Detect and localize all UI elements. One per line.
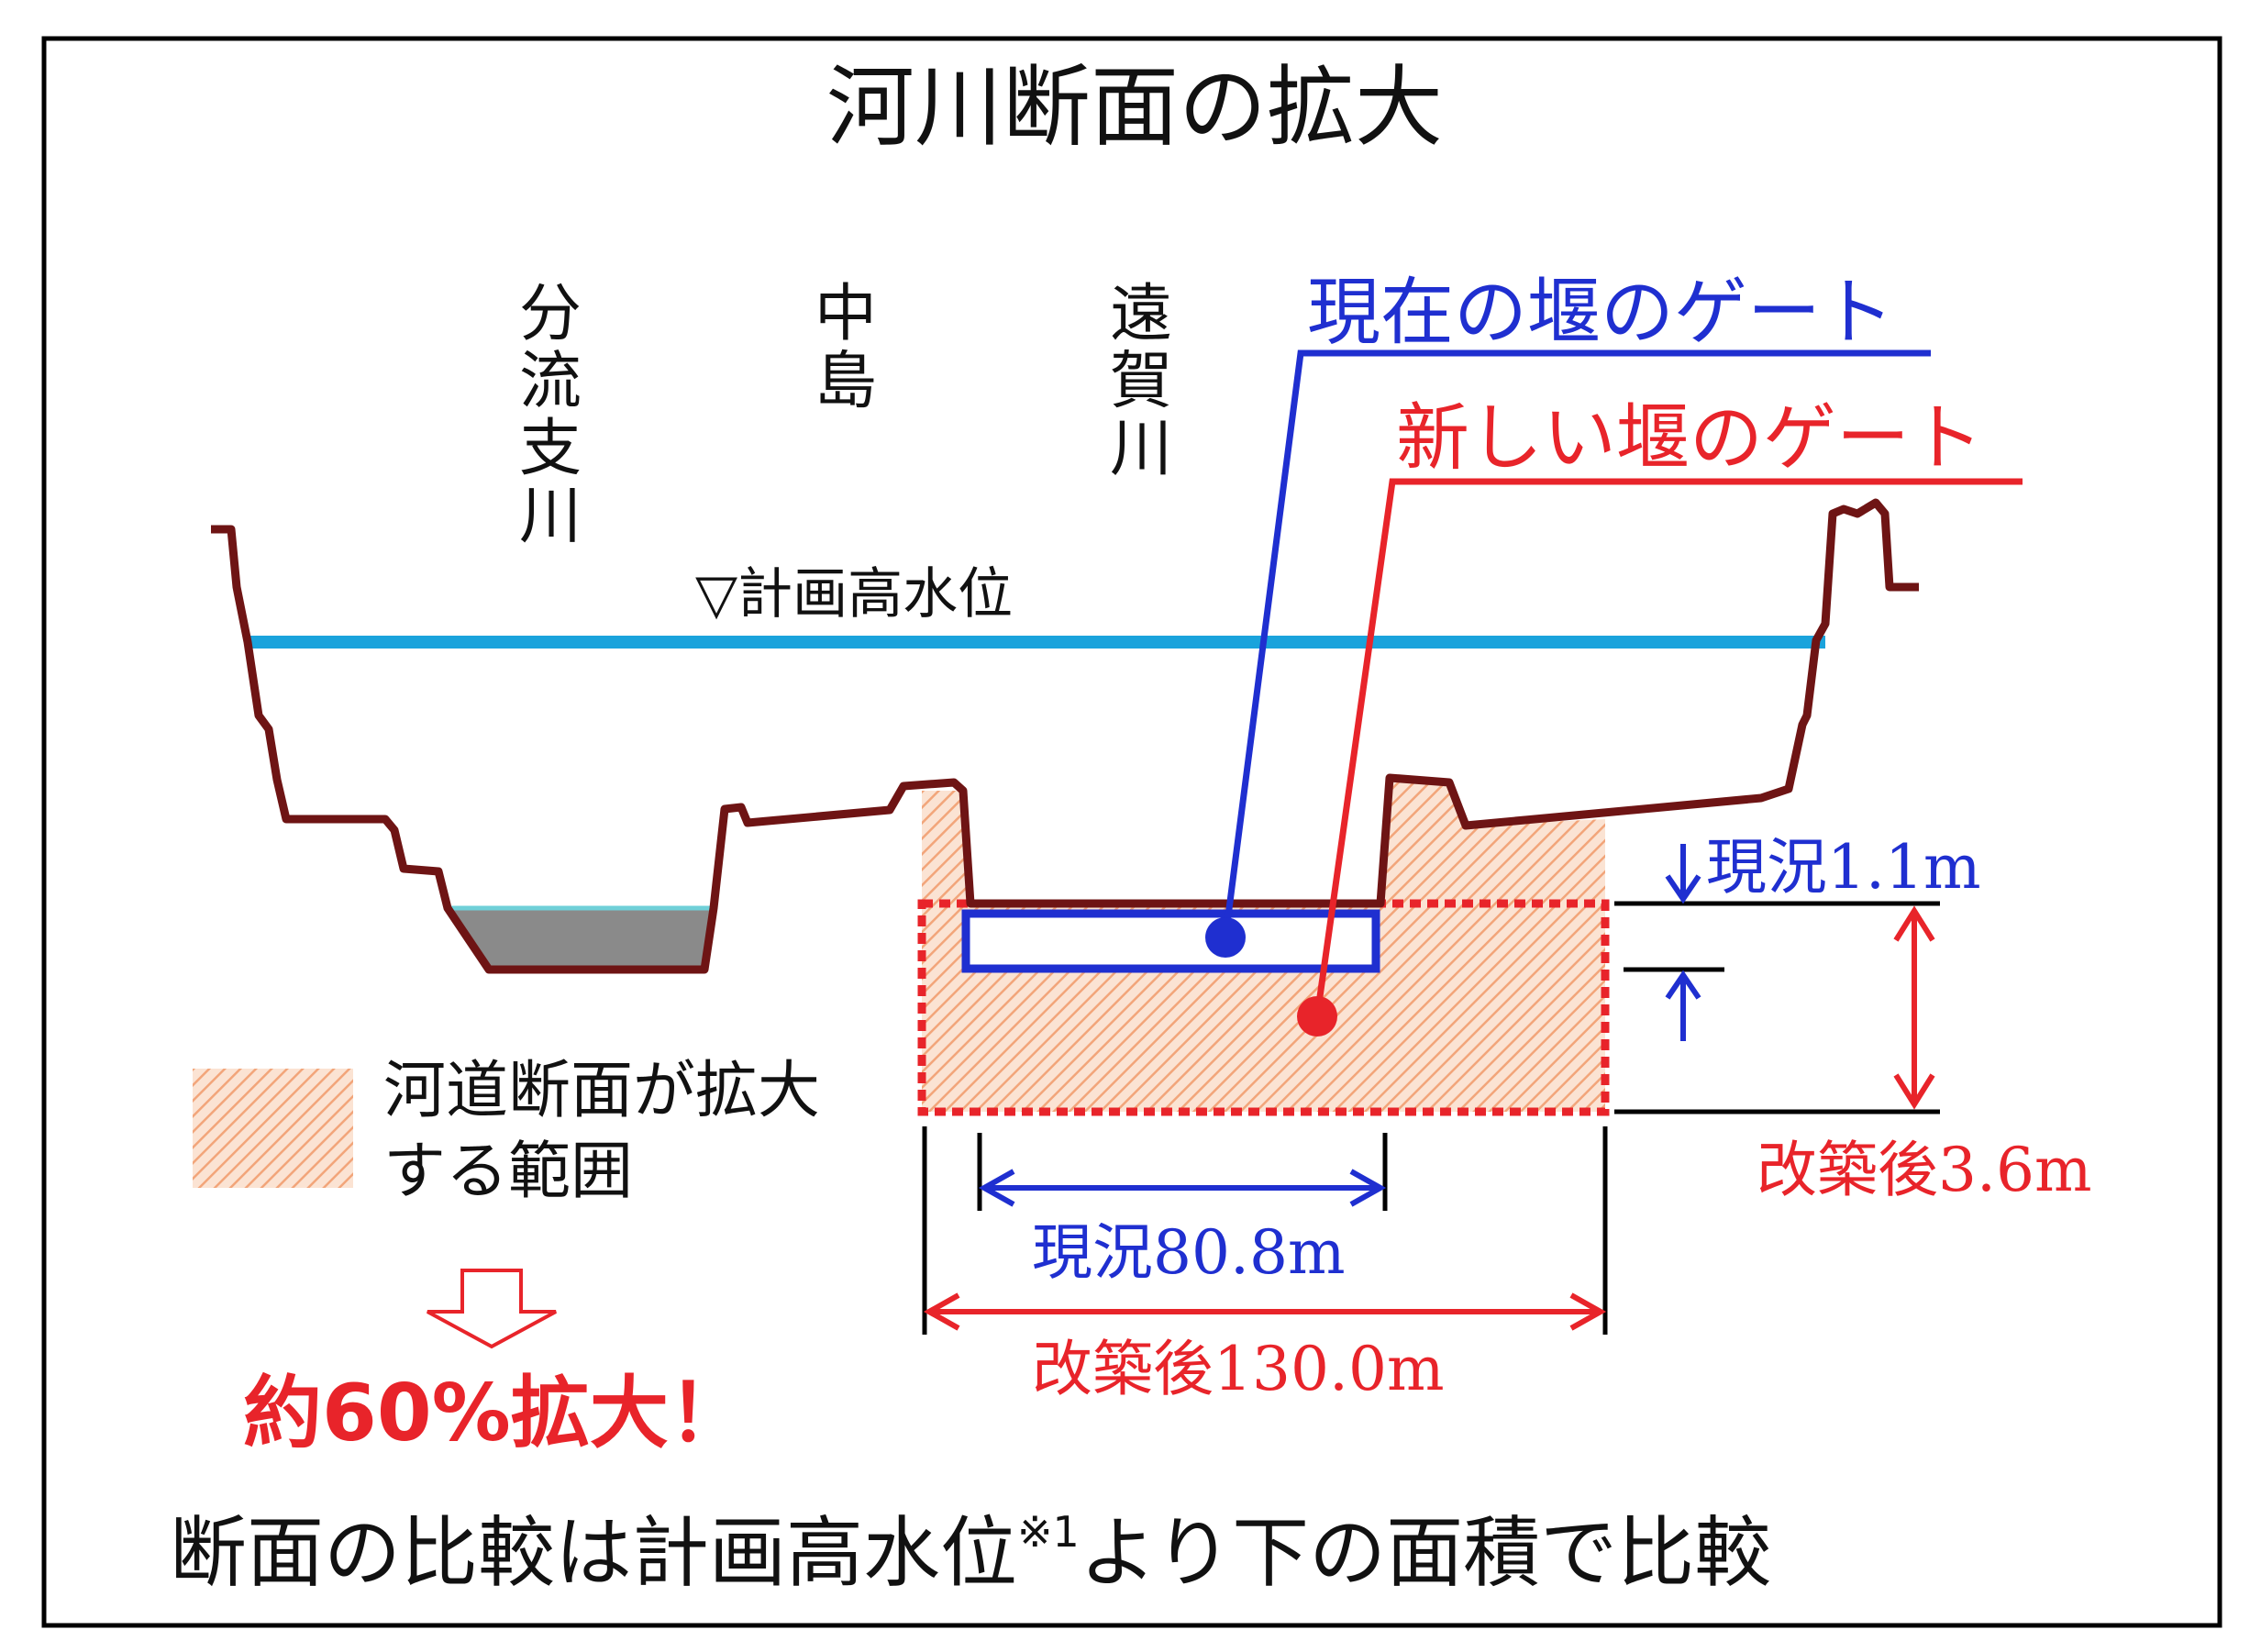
new-gate-label: 新しい堰のゲート — [1396, 395, 1983, 481]
branch-water — [448, 908, 714, 970]
footnote-tail: より下の面積で比較 — [1080, 1508, 1771, 1598]
outer-frame — [41, 36, 2222, 1628]
legend-line2: する範囲 — [383, 1136, 633, 1208]
vertical-label-text: 分流支川 — [519, 278, 582, 552]
down-arrow-outline-icon — [427, 1269, 557, 1349]
riverbed-profile — [211, 498, 1919, 974]
current-gate-box — [961, 909, 1380, 973]
new-width-label: 改築後130.0m — [1032, 1334, 1445, 1404]
down-arrow-icon — [1665, 844, 1701, 904]
label-island: 中島 — [815, 278, 877, 417]
footnote-mark: ※1 — [1017, 1507, 1080, 1557]
footnote-main: 断面の比較は計画高水位 — [170, 1508, 1017, 1598]
new-gate-dot — [1297, 996, 1337, 1037]
legend-line1: 河道断面が拡大 — [383, 1055, 820, 1127]
width-dimensions — [922, 1126, 1608, 1335]
current-width-label: 現況80.8m — [1032, 1217, 1346, 1288]
legend-swatch — [193, 1069, 353, 1188]
label-branch: 分流支川 — [519, 278, 582, 552]
up-arrow-icon — [1665, 970, 1701, 1041]
plan-water-level-label: ▽計画高水位 — [695, 562, 1013, 626]
depth-dimensions — [1614, 844, 1940, 1114]
current-gate-leader — [1222, 349, 1931, 938]
new-depth-label: 改築後3.6m — [1757, 1135, 2092, 1205]
vertical-label-text: 中島 — [815, 278, 877, 417]
current-gate-dot — [1205, 917, 1246, 958]
new-gate-leader — [1313, 478, 2023, 1017]
current-depth-label: 現況1.1m — [1706, 832, 1981, 903]
label-main-river: 遠賀川 — [1110, 278, 1172, 485]
current-gate-label: 現在の堰のゲート — [1307, 270, 1894, 355]
result-label: 約60%拡大！ — [243, 1368, 748, 1459]
footnote: 断面の比較は計画高水位※1より下の面積で比較 — [170, 1507, 1771, 1598]
vertical-label-text: 遠賀川 — [1110, 278, 1172, 485]
diagram-title: 河川断面の拡大 — [826, 56, 1443, 159]
